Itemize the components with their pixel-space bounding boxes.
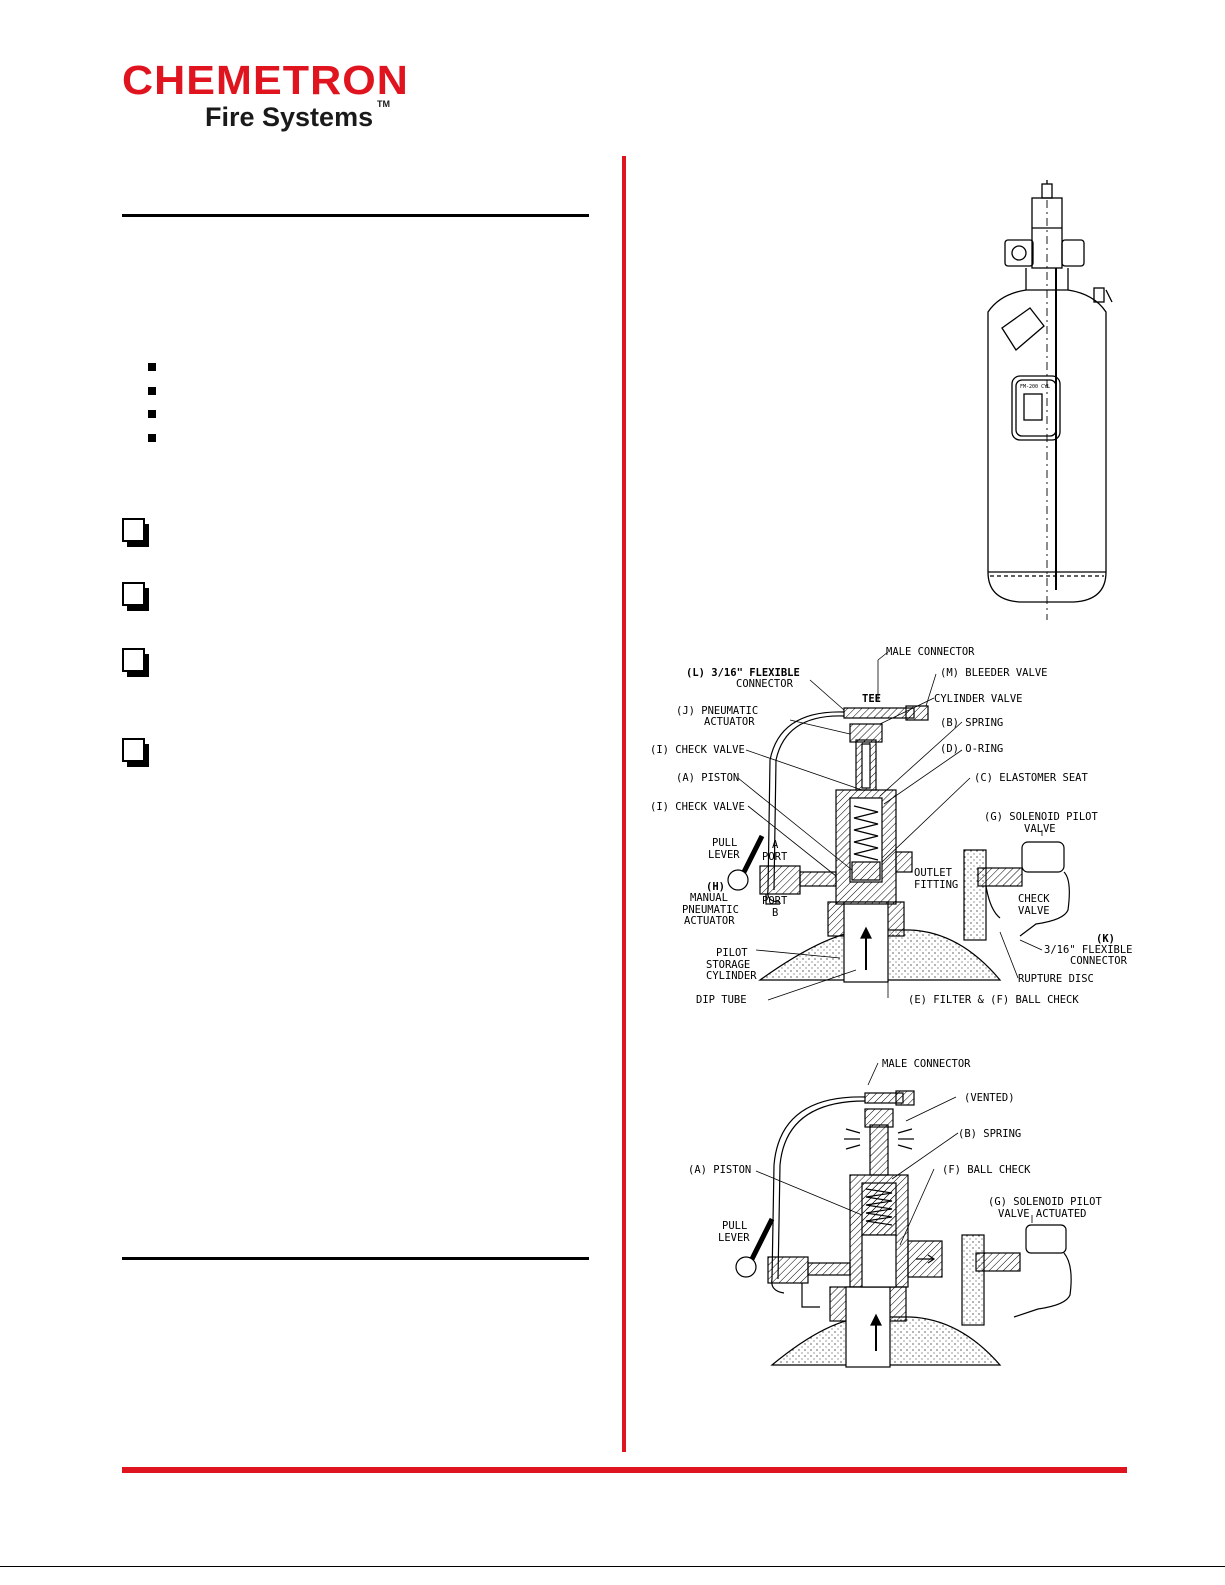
- d2-label-male-connector: MALE CONNECTOR: [882, 1058, 971, 1070]
- d1-label-d-oring: (D) O-RING: [940, 743, 1003, 755]
- d1-label-dip: DIP TUBE: [696, 994, 747, 1006]
- d1-label-g-sol-1: (G) SOLENOID PILOT: [984, 811, 1098, 823]
- d1-label-pilot-1: PILOT: [716, 947, 748, 959]
- d1-label-m-bleeder: (M) BLEEDER VALVE: [940, 667, 1047, 679]
- checkbox-4[interactable]: [122, 738, 149, 767]
- d1-label-k-1: (K): [1096, 933, 1115, 945]
- bullet-1: [148, 363, 156, 371]
- d2-label-g-sol-2: VALVE ACTUATED: [998, 1208, 1087, 1220]
- brand-logo-wordmark: CHEMETRON: [122, 57, 409, 103]
- d2-label-a-piston: (A) PISTON: [688, 1164, 751, 1176]
- cylinder-plate-label: FM-200 CYL: [1020, 384, 1050, 390]
- d1-label-tee: TEE: [862, 693, 881, 705]
- d1-label-l-flex-2: CONNECTOR: [736, 678, 794, 690]
- d1-label-g-sol-2: VALVE: [1024, 823, 1056, 835]
- d1-label-c-elast: (C) ELASTOMER SEAT: [974, 772, 1088, 784]
- d2-label-pull-2: LEVER: [718, 1232, 750, 1244]
- bullet-2: [148, 387, 156, 395]
- d1-label-a-port-1: A: [772, 839, 779, 851]
- d1-label-filter: (E) FILTER & (F) BALL CHECK: [908, 994, 1079, 1006]
- d1-label-a-port-2: PORT: [762, 851, 788, 863]
- d1-label-pull-2: LEVER: [708, 849, 740, 861]
- d1-label-j-pneu-2: ACTUATOR: [704, 716, 755, 728]
- checkbox-1[interactable]: [122, 518, 149, 547]
- d2-label-g-sol-1: (G) SOLENOID PILOT: [988, 1196, 1102, 1208]
- d1-label-h-3: PNEUMATIC: [682, 904, 739, 916]
- d2-label-pull-1: PULL: [722, 1220, 747, 1232]
- cylinder-drawing: FM-200 CYL: [987, 180, 1113, 620]
- d1-label-port-b-1: PORT: [762, 895, 788, 907]
- d1-label-check-1: CHECK: [1018, 893, 1050, 905]
- valve-diagram-standby: MALE CONNECTOR (L) 3/16" FLEXIBLE CONNEC…: [650, 646, 1133, 1006]
- d1-label-port-b-2: B: [772, 907, 778, 919]
- d1-label-pilot-3: CYLINDER: [706, 970, 757, 982]
- d1-label-pilot-2: STORAGE: [706, 959, 750, 971]
- d2-label-f-ball: (F) BALL CHECK: [942, 1164, 1031, 1176]
- top-rule: [122, 214, 589, 217]
- d1-label-pull-1: PULL: [712, 837, 737, 849]
- bullet-3: [148, 410, 156, 418]
- bullet-4: [148, 434, 156, 442]
- d1-label-b-spring: (B) SPRING: [940, 717, 1003, 729]
- d1-label-j-pneu-1: (J) PNEUMATIC: [676, 705, 758, 717]
- d2-label-vented: (VENTED): [964, 1092, 1015, 1104]
- d1-label-a-piston: (A) PISTON: [676, 772, 739, 784]
- d1-label-h-4: ACTUATOR: [684, 915, 735, 927]
- d1-label-l-flex-1: (L) 3/16" FLEXIBLE: [686, 667, 800, 679]
- d1-label-k-2: 3/16" FLEXIBLE: [1044, 944, 1133, 956]
- checkbox-3[interactable]: [122, 648, 149, 677]
- d1-label-outlet-1: OUTLET: [914, 867, 953, 879]
- d1-label-rupture: RUPTURE DISC: [1018, 973, 1094, 985]
- d1-label-h-2: MANUAL: [690, 892, 728, 904]
- trademark-mark: TM: [377, 99, 390, 109]
- d1-label-check-2: VALVE: [1018, 905, 1050, 917]
- bottom-rule: [122, 1257, 589, 1260]
- footer-rule: [122, 1467, 1127, 1473]
- column-divider: [622, 156, 626, 1452]
- d1-label-male-connector: MALE CONNECTOR: [886, 646, 975, 658]
- brand-logo-subtitle: Fire Systems: [205, 102, 374, 132]
- d1-label-cyl-valve: CYLINDER VALVE: [934, 693, 1023, 705]
- d2-label-b-spring: (B) SPRING: [958, 1128, 1021, 1140]
- checkbox-2[interactable]: [122, 582, 149, 611]
- page-edge: [0, 1566, 1225, 1567]
- d1-label-h-1: (H): [706, 881, 725, 893]
- valve-diagram-actuated: MALE CONNECTOR (VENTED) (B) SPRING (F) B…: [688, 1058, 1102, 1368]
- d1-label-i-check-b: (I) CHECK VALVE: [650, 801, 745, 813]
- d1-label-outlet-2: FITTING: [914, 879, 958, 891]
- d1-label-k-3: CONNECTOR: [1070, 955, 1128, 967]
- d1-label-i-check-a: (I) CHECK VALVE: [650, 744, 745, 756]
